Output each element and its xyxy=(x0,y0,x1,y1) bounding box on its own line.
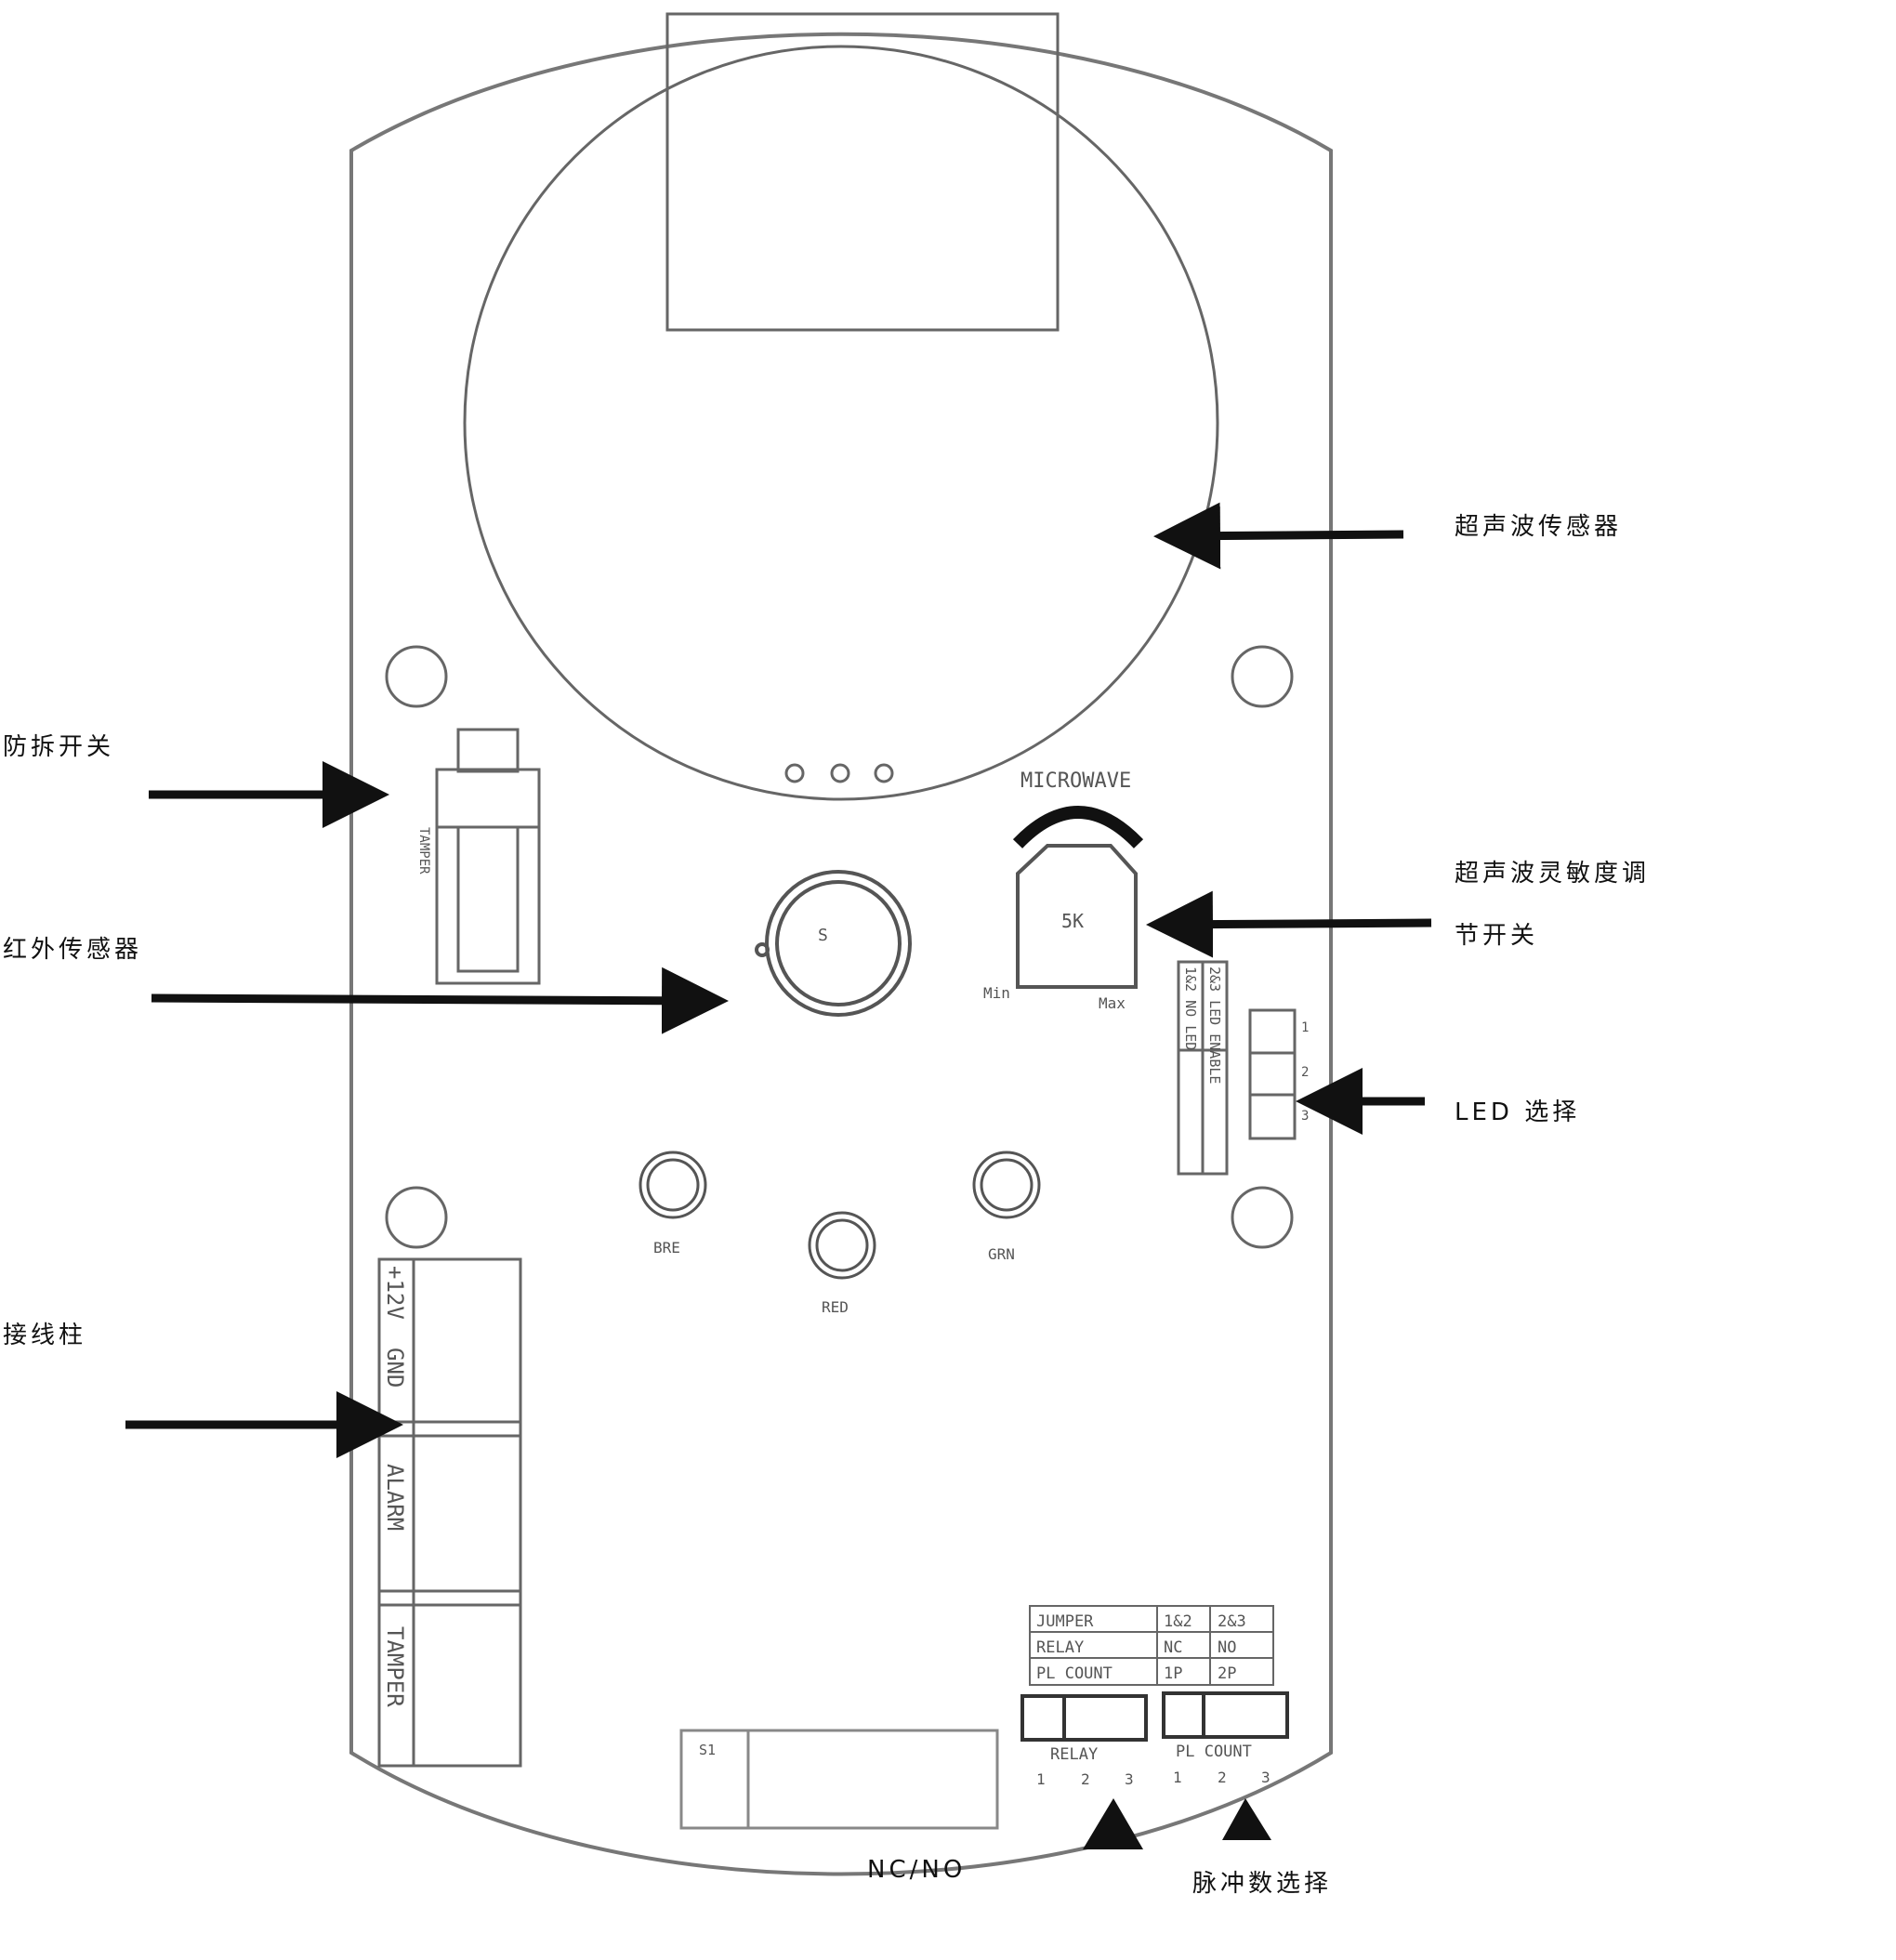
relay-jumper xyxy=(1020,1694,1148,1742)
led-select-table-row-2: 2&3 LED ENABLE xyxy=(1206,967,1223,1084)
label-led-select: LED 选择 xyxy=(1455,1098,1580,1126)
sensitivity-pot: MICROWAVE 5K Min Max xyxy=(983,770,1144,1012)
label-terminal: 接线柱 xyxy=(3,1322,86,1349)
s1-label: S1 xyxy=(699,1742,716,1758)
jumper-table xyxy=(1029,1605,1274,1686)
pir-pin-mark: S xyxy=(818,926,828,945)
callout-arrows xyxy=(125,502,1432,1458)
terminal-label-alarm: ALARM xyxy=(382,1464,408,1531)
led-select-table-row-1: 1&2 NO LED xyxy=(1182,967,1199,1050)
terminal-label-12v: +12V xyxy=(382,1266,408,1320)
led-label-bre: BRE xyxy=(653,1239,680,1256)
jumper-header-23: 2&3 xyxy=(1218,1612,1246,1631)
pulse-jumper xyxy=(1162,1691,1289,1739)
led-jumper-pin-1: 1 xyxy=(1301,1020,1309,1035)
label-ir-sensor: 红外传感器 xyxy=(3,936,142,964)
led-jumper-pin-2: 2 xyxy=(1301,1065,1309,1080)
label-sensitivity-line2: 节开关 xyxy=(1455,922,1538,950)
jumper-header-jumper: JUMPER xyxy=(1036,1612,1094,1631)
relay-pin-1: 1 xyxy=(1036,1770,1046,1788)
jumper-row-pulse: PL COUNT xyxy=(1036,1664,1113,1683)
label-pulse-count-select: 脉冲数选择 xyxy=(1192,1870,1332,1898)
mounting-holes xyxy=(385,645,1294,1249)
jumper-row-relay-12: NC xyxy=(1164,1638,1182,1657)
label-sensitivity-line1: 超声波灵敏度调 xyxy=(1455,860,1650,888)
arrow-ir xyxy=(151,967,729,1034)
pir-sensor xyxy=(755,870,912,1017)
terminal-label-gnd: GND xyxy=(382,1348,408,1388)
triangle-nc-no xyxy=(1083,1798,1143,1849)
tamper-switch xyxy=(435,728,541,985)
led-jumper-pin-3: 3 xyxy=(1301,1109,1309,1124)
pot-value-label: 5K xyxy=(1061,910,1084,932)
pulse-pin-2: 2 xyxy=(1218,1769,1227,1786)
board-outline xyxy=(349,32,1333,1876)
label-tamper-switch: 防拆开关 xyxy=(3,733,114,761)
relay-pcb-label: RELAY xyxy=(1050,1745,1098,1764)
jumper-row-relay-23: NO xyxy=(1218,1638,1236,1657)
led-label-red: RED xyxy=(822,1298,849,1316)
tamper-pcb-label: TAMPER xyxy=(416,827,431,875)
callout-triangles xyxy=(1083,1798,1271,1849)
relay-pin-2: 2 xyxy=(1081,1770,1090,1788)
jumper-row-relay: RELAY xyxy=(1036,1638,1084,1657)
label-nc-no: NC/NO xyxy=(867,1856,966,1884)
relay-pin-3: 3 xyxy=(1125,1770,1134,1788)
led-select-block xyxy=(1177,960,1297,1176)
led-label-grn: GRN xyxy=(988,1245,1015,1263)
ultrasonic-sensor xyxy=(463,12,1219,801)
triangle-pulse xyxy=(1222,1798,1271,1840)
jumper-row-pulse-23: 2P xyxy=(1218,1664,1236,1683)
s1-connector xyxy=(679,1729,999,1830)
microwave-label: MICROWAVE xyxy=(1020,770,1131,793)
pulse-pin-3: 3 xyxy=(1261,1769,1271,1786)
label-ultrasonic-sensor: 超声波传感器 xyxy=(1455,513,1622,541)
jumper-row-pulse-12: 1P xyxy=(1164,1664,1182,1683)
pulse-pcb-label: PL COUNT xyxy=(1176,1743,1252,1761)
arrow-sensitivity xyxy=(1146,890,1432,958)
arrow-ultrasonic xyxy=(1153,502,1404,570)
pot-min-label: Min xyxy=(983,984,1010,1002)
terminal-label-tamper: TAMPER xyxy=(382,1626,408,1707)
jumper-header-12: 1&2 xyxy=(1164,1612,1192,1631)
pot-max-label: Max xyxy=(1099,994,1126,1012)
led-indicators xyxy=(639,1151,1041,1280)
pulse-pin-1: 1 xyxy=(1173,1769,1182,1786)
